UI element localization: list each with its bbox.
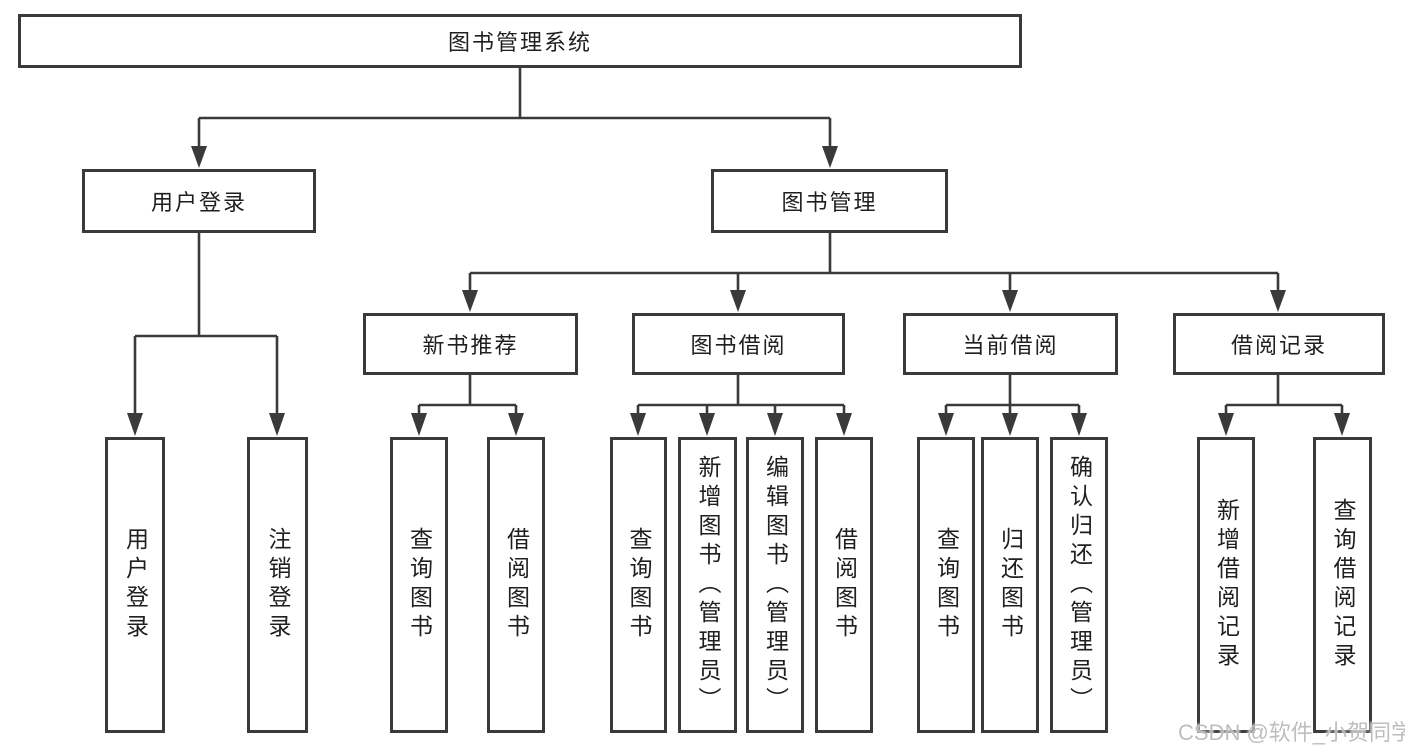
node-label: 借阅图书 [831,527,858,643]
node-borrowing-records: 借阅记录 [1173,313,1385,375]
node-label: 当前借阅 [962,333,1059,358]
node-library-management-system: 图书管理系统 [18,14,1022,68]
node-leaf-borrow-books-bb: 借阅图书 [815,437,873,733]
node-leaf-query-borrow-record: 查询借阅记录 [1313,437,1372,733]
node-label: 新增借阅记录 [1213,498,1240,672]
node-label: 查询图书 [933,527,960,643]
node-label: 查询借阅记录 [1330,498,1356,672]
node-leaf-logout: 注销登录 [247,437,308,733]
node-leaf-return-books: 归还图书 [981,437,1039,733]
node-leaf-query-books-bb: 查询图书 [610,437,667,733]
node-label: 新增图书（管理员） [695,454,721,716]
node-leaf-add-borrow-record: 新增借阅记录 [1197,437,1255,733]
node-label: 确认归还（管理员） [1066,454,1093,716]
node-book-management: 图书管理 [711,169,948,233]
node-label: 归还图书 [997,527,1024,643]
node-leaf-edit-books-admin: 编辑图书（管理员） [746,437,804,733]
node-new-book-recommend: 新书推荐 [363,313,578,375]
csdn-watermark: CSDN @软件_小贺同学 [1178,720,1405,745]
node-label: 图书借阅 [690,333,787,358]
node-leaf-confirm-return-admin: 确认归还（管理员） [1050,437,1108,733]
node-leaf-query-books-rec: 查询图书 [390,437,448,733]
node-leaf-query-books-cb: 查询图书 [917,437,975,733]
node-book-borrowing: 图书借阅 [632,313,845,375]
node-label: 图书管理 [781,190,878,215]
node-label: 图书管理系统 [447,30,592,55]
node-label: 查询图书 [406,527,433,643]
node-label: 用户登录 [122,527,149,643]
node-label: 用户登录 [150,190,247,215]
node-label: 新书推荐 [422,333,519,358]
node-leaf-borrow-books-rec: 借阅图书 [487,437,545,733]
node-label: 注销登录 [265,527,291,643]
node-leaf-add-books-admin: 新增图书（管理员） [678,437,737,733]
node-label: 借阅记录 [1230,333,1327,358]
node-leaf-user-login: 用户登录 [105,437,165,733]
node-label: 借阅图书 [503,527,530,643]
node-current-borrowing: 当前借阅 [903,313,1118,375]
node-label: 编辑图书（管理员） [762,454,789,716]
node-label: 查询图书 [626,527,652,643]
node-user-login: 用户登录 [82,169,316,233]
